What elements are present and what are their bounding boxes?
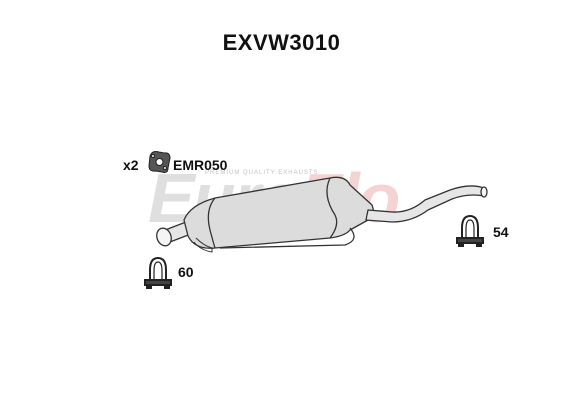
clamp-icon-left	[144, 256, 172, 289]
clamp-icon-right	[456, 214, 484, 247]
clamp-left-code-label: 60	[178, 264, 194, 280]
gasket-icon	[148, 151, 171, 173]
outlet-pipe-end	[480, 186, 488, 198]
gasket-code-label: EMR050	[173, 157, 228, 173]
inlet-pipe-end	[156, 227, 172, 247]
gasket-qty-label: x2	[123, 157, 139, 173]
part-number-title: EXVW3010	[222, 30, 341, 55]
exhaust-assembly	[156, 176, 488, 253]
lower-pipe	[219, 227, 355, 249]
clamp-right-code-label: 54	[493, 224, 509, 240]
hanger-wire	[193, 237, 213, 253]
brand-tagline: PREMIUM QUALITY EXHAUSTS	[205, 170, 319, 176]
